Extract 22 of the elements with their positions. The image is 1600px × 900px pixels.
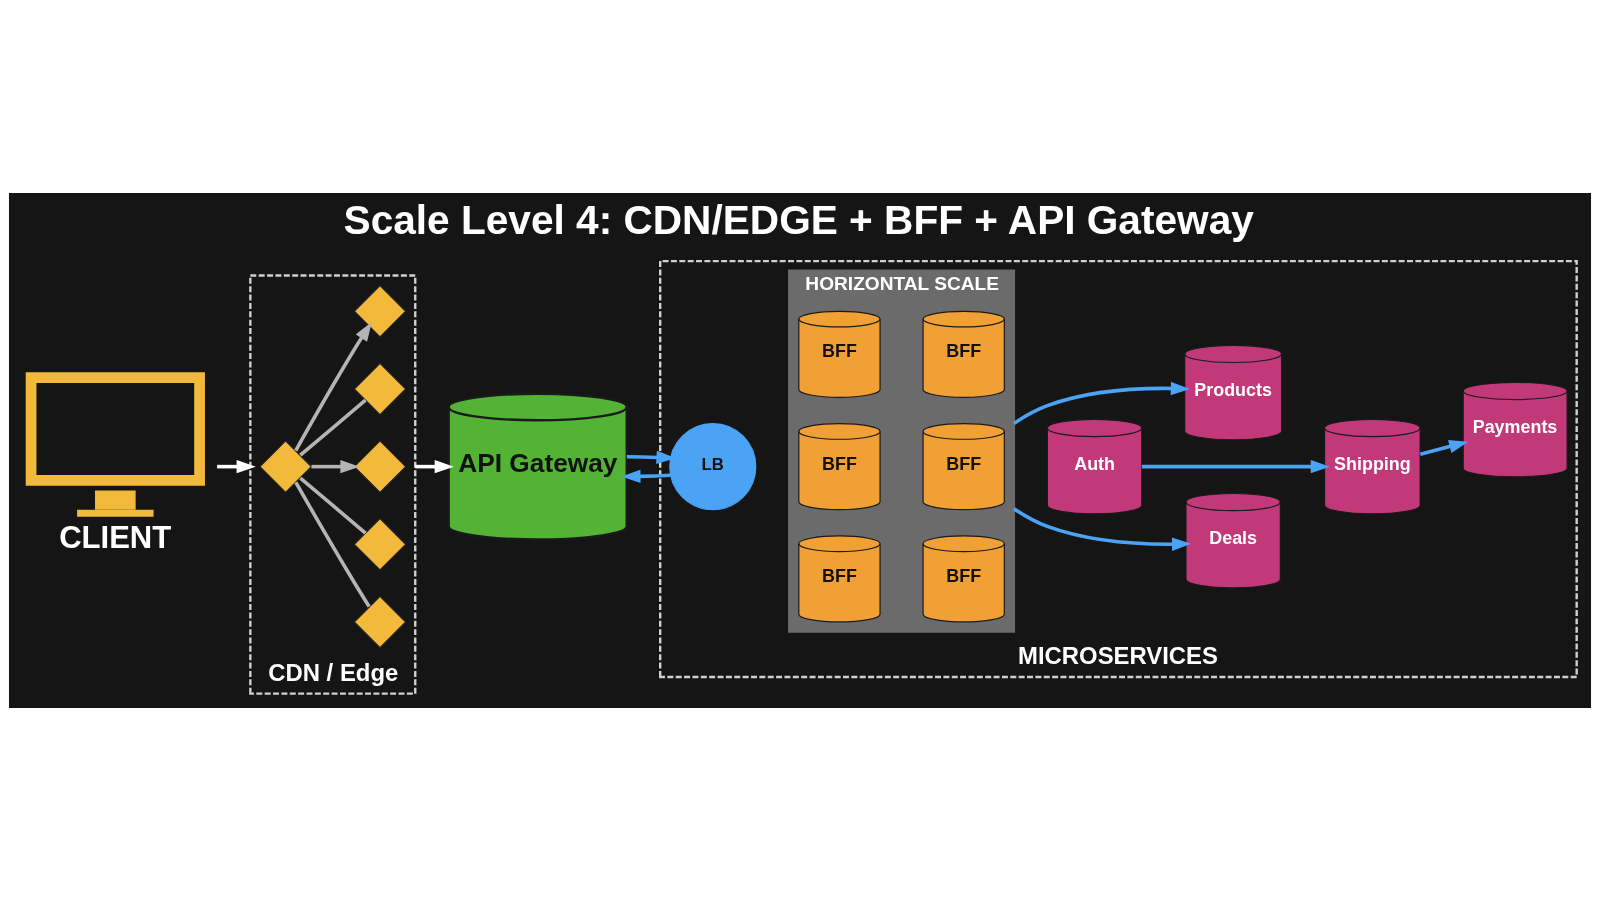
connector [294, 481, 371, 608]
arrow [1419, 439, 1469, 456]
arrow [311, 459, 360, 473]
arrow [621, 469, 671, 483]
node-diamond [353, 439, 407, 493]
node-diamond [353, 284, 407, 338]
arrow [217, 459, 256, 473]
node-label: CLIENT [59, 519, 172, 555]
node-circle: LB [669, 422, 757, 510]
arrow [415, 459, 454, 473]
node-diamond [353, 517, 407, 571]
node-diamond [353, 361, 407, 415]
connector [299, 476, 367, 534]
arrow [1012, 381, 1190, 425]
node-diamond [259, 439, 313, 493]
node-diamond [353, 594, 407, 648]
arrow [1141, 459, 1330, 473]
arrow [294, 321, 372, 451]
cluster: CDN / Edge [249, 273, 417, 695]
connector [299, 398, 367, 457]
diagram-title: Scale Level 4: CDN/EDGE + BFF + API Gateway [343, 196, 1254, 243]
arrow [1012, 506, 1192, 551]
